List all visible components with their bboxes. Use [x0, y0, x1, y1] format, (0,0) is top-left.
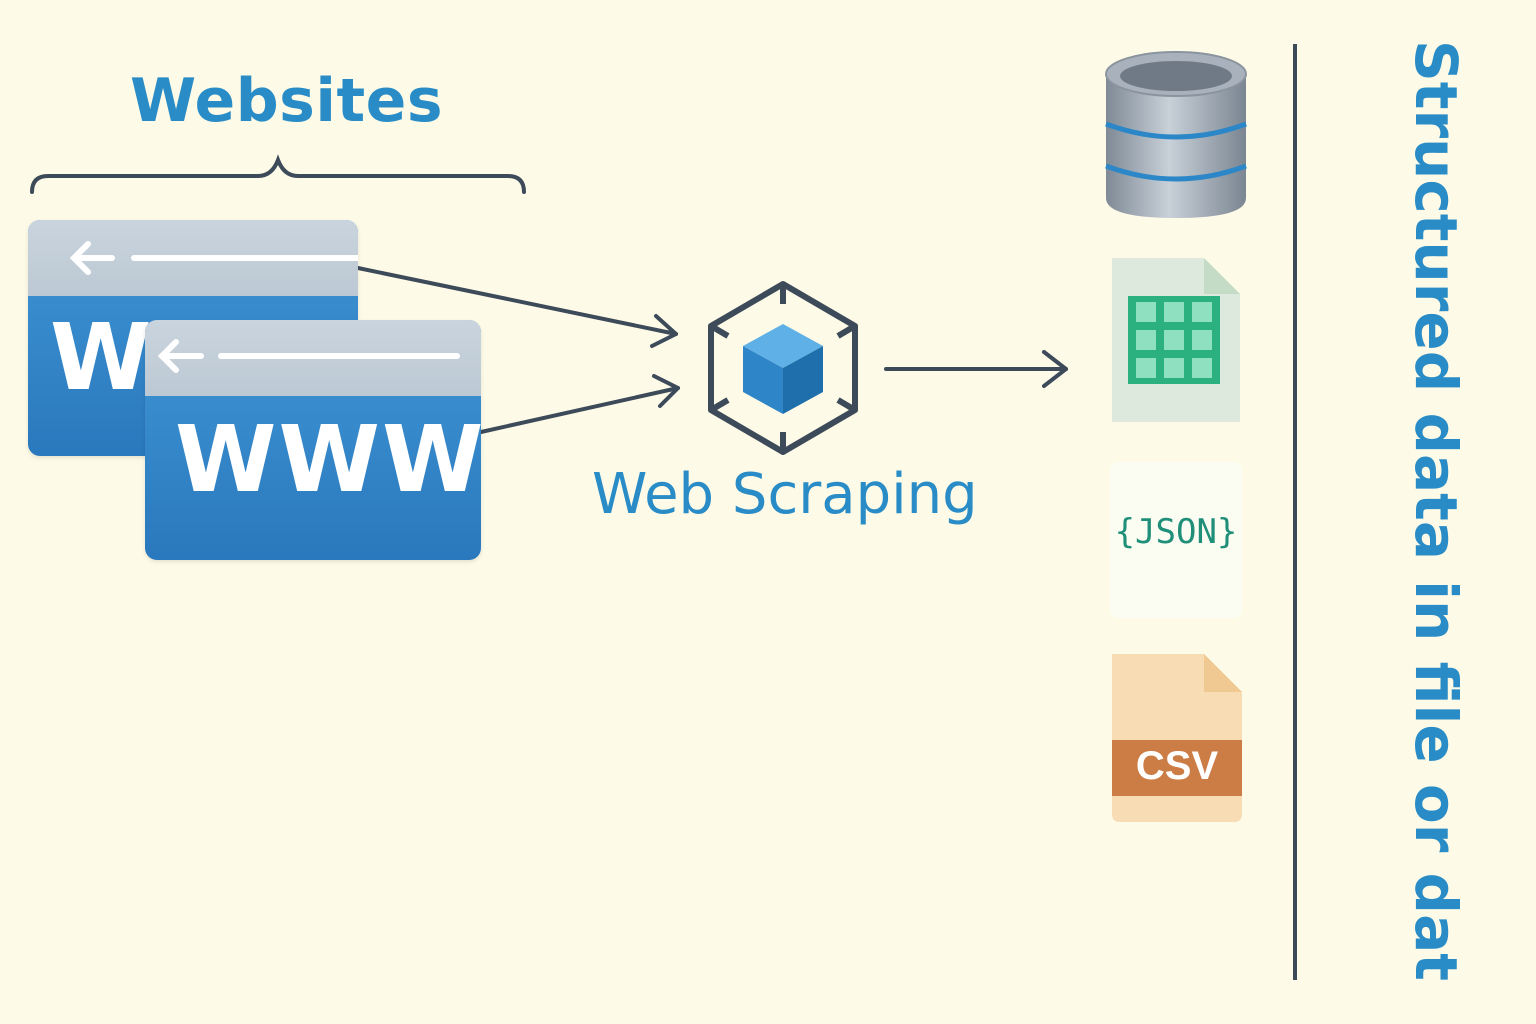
spreadsheet-icon — [1112, 258, 1240, 422]
structured-data-label: Structured data in file or databas — [1402, 40, 1466, 980]
json-file-icon — [1110, 462, 1242, 618]
browser-address-bar — [145, 320, 481, 396]
websites-title: Websites — [130, 66, 444, 136]
arrow-back-browser-to-scraper — [356, 266, 678, 348]
back-arrow-icon — [157, 339, 460, 373]
websites-brace — [30, 154, 526, 194]
browser-address-bar — [28, 220, 358, 296]
web-scraping-label: Web Scraping — [592, 462, 978, 527]
json-label: {JSON} — [1114, 512, 1238, 552]
csv-file-icon — [1112, 654, 1242, 822]
database-icon — [1105, 51, 1247, 218]
cube-icon — [708, 281, 858, 455]
arrow-front-browser-to-scraper — [479, 374, 680, 434]
back-arrow-icon — [69, 241, 358, 275]
browser-window-front: WWW — [145, 320, 481, 560]
csv-label: CSV — [1135, 744, 1219, 788]
www-text: WWW — [175, 406, 481, 513]
arrow-scraper-to-outputs — [884, 350, 1068, 388]
